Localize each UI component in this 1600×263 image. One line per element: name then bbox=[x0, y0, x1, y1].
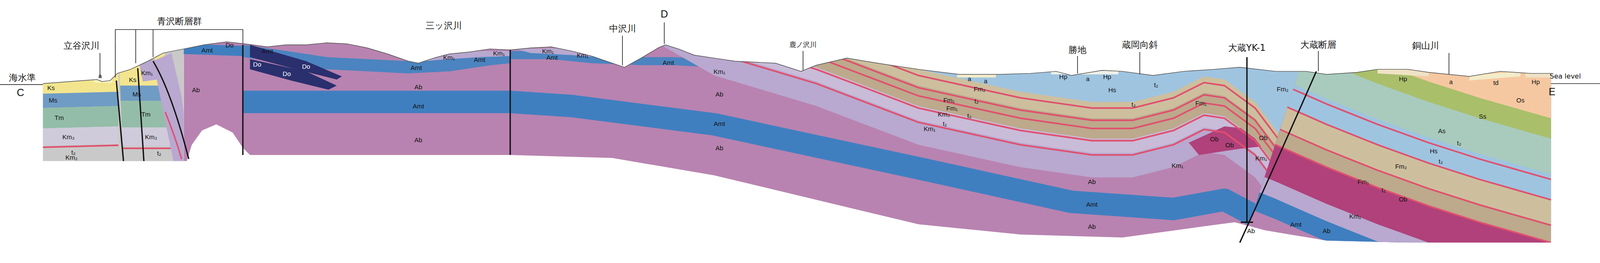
place-label: 蔵岡向斜 bbox=[1121, 40, 1158, 50]
layer-label: Do bbox=[302, 63, 311, 70]
layer-label: Amt bbox=[1086, 200, 1098, 208]
layer-label: t₂ bbox=[1456, 139, 1462, 146]
layer-label: Ab bbox=[414, 83, 423, 90]
place-label: 鹿ノ沢川 bbox=[789, 41, 817, 49]
layer-label: Hp bbox=[1531, 78, 1540, 85]
layer-label: t₂ bbox=[1131, 100, 1136, 108]
section-end-letter: D bbox=[660, 8, 668, 20]
layer-label: Ab bbox=[715, 144, 724, 152]
layer-label: Amt bbox=[1290, 221, 1302, 228]
layer-label: t₂ bbox=[1153, 81, 1159, 88]
layer-label: Km₁ bbox=[542, 47, 555, 55]
layer-label: Amt bbox=[412, 102, 425, 110]
place-label: 海水準 bbox=[8, 72, 36, 82]
layer-label: Ab bbox=[1322, 227, 1331, 234]
layer-label: Amt bbox=[261, 47, 274, 55]
place-label: 大蔵YK-1 bbox=[1228, 43, 1266, 53]
layer-label: Km₁ bbox=[923, 125, 936, 132]
layer-label: Ms bbox=[48, 96, 58, 104]
layer-label: Fm₁ bbox=[943, 96, 955, 104]
layer-label: As bbox=[1438, 127, 1446, 134]
section-end-letter: C bbox=[16, 87, 24, 98]
layer-label: a bbox=[967, 75, 972, 82]
layer-label: Amt bbox=[410, 64, 423, 71]
layer-label: Ab bbox=[414, 136, 423, 144]
layer-label: Do bbox=[225, 41, 234, 49]
layer-label: Do bbox=[253, 61, 262, 68]
layer-label: Km₁ bbox=[443, 53, 456, 61]
layer-label: Amt bbox=[662, 58, 675, 66]
layer-label: Tm bbox=[54, 113, 65, 121]
layer-label: Ob bbox=[1398, 195, 1408, 202]
layer-label: Ab bbox=[1246, 227, 1255, 234]
layer-label: td bbox=[1493, 79, 1499, 86]
layer-label: Fm₁ bbox=[1357, 178, 1370, 185]
layer-label: Km₁ bbox=[1171, 161, 1184, 169]
layer-label: Km₃ bbox=[62, 133, 75, 140]
section-end-letter: E bbox=[1548, 86, 1556, 97]
layer-label: Amt bbox=[546, 53, 558, 61]
layer-label: Fm₂ bbox=[1276, 85, 1289, 92]
layer-label: Fm₂ bbox=[973, 85, 986, 92]
layer-label: Hs bbox=[1108, 86, 1116, 94]
layer-label: Ab bbox=[1087, 223, 1096, 230]
place-label: 青沢断層群 bbox=[157, 17, 202, 27]
layer-label: a bbox=[983, 77, 988, 84]
layer-label: Do bbox=[282, 70, 291, 77]
layer-label: Fm₁ bbox=[1195, 99, 1207, 107]
layer-label: Amt bbox=[473, 55, 486, 63]
layer-label: Ob bbox=[1258, 134, 1268, 141]
layer-label: Fm₁ bbox=[946, 105, 958, 112]
layer-label: Km₁ bbox=[576, 51, 589, 59]
layer-label: Tm bbox=[141, 110, 151, 118]
layer-label: t₂ bbox=[157, 149, 162, 157]
layer-label: Hp bbox=[1398, 75, 1408, 82]
layer-label: t₂ bbox=[942, 119, 947, 127]
layer-label: Ob bbox=[1209, 135, 1219, 142]
layer-label: Amt bbox=[201, 46, 214, 54]
layer-label: Hs bbox=[1429, 147, 1438, 155]
layer-label: Ms bbox=[132, 90, 141, 97]
layer-label: Os bbox=[1516, 96, 1525, 104]
layer-label: a bbox=[1449, 78, 1453, 85]
layer-label: t₂ bbox=[967, 111, 972, 119]
layer-label: a bbox=[98, 72, 102, 79]
layer-label: Km₃ bbox=[144, 133, 158, 140]
layer-label: Km₂ bbox=[65, 153, 78, 161]
layer-label: Ob bbox=[1225, 141, 1234, 149]
place-label: 大蔵断層 bbox=[1300, 40, 1337, 50]
layer-label: t₂ bbox=[1438, 157, 1443, 165]
layer-label: Km₁ bbox=[713, 68, 726, 75]
layer-label: Ks bbox=[128, 76, 137, 83]
layer-label: Km₁ bbox=[140, 69, 153, 76]
place-label: 立谷沢川 bbox=[63, 41, 100, 51]
layer-label: t₂ bbox=[974, 97, 979, 105]
layer-label: Ks bbox=[47, 84, 56, 91]
layer-label: Hp bbox=[1059, 73, 1068, 80]
layer-label: Fm₂ bbox=[1395, 163, 1407, 170]
place-label: 銅山川 bbox=[1412, 41, 1440, 51]
layer-label: Km₃ bbox=[937, 110, 951, 118]
place-label: 中沢川 bbox=[609, 23, 637, 33]
place-label: 三ッ沢川 bbox=[425, 20, 462, 30]
layer-label: Km₁ bbox=[1349, 213, 1362, 220]
place-label: 勝地 bbox=[1068, 45, 1087, 55]
layer-label: Ab bbox=[192, 86, 200, 94]
layer-label: Ab bbox=[715, 90, 724, 97]
layer-label: t₂ bbox=[1381, 186, 1386, 193]
layer-label: Amt bbox=[713, 119, 726, 127]
layer-label: Ab bbox=[1087, 178, 1096, 185]
layer-label: Km₁ bbox=[1255, 154, 1268, 162]
layer-label: Hp bbox=[1103, 73, 1112, 80]
layer-label: Km₁ bbox=[493, 49, 506, 57]
place-label: Sea level bbox=[1549, 72, 1581, 80]
layer-label: Ss bbox=[1478, 113, 1487, 120]
layer-label: a bbox=[1086, 75, 1090, 82]
